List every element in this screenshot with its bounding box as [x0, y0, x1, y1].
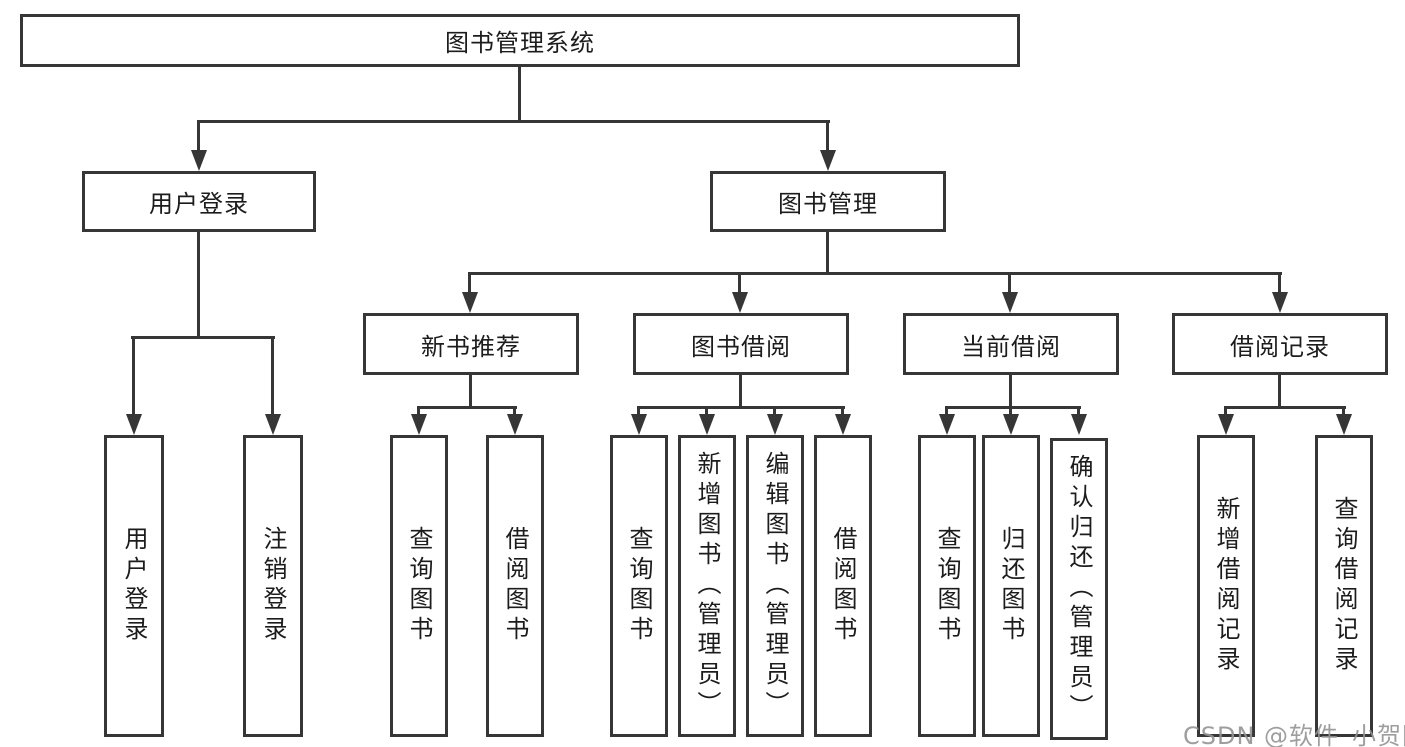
arrow-down-icon	[411, 414, 427, 435]
leaf-label: 查询借阅记录	[1330, 496, 1358, 676]
arrow-down-icon	[699, 414, 715, 435]
arrow-down-icon	[265, 414, 281, 435]
arrow-down-icon	[631, 414, 647, 435]
connector-line	[468, 272, 1282, 275]
leaf-logout: 注销登录	[243, 435, 303, 737]
leaf-borrow-books-recommend: 借阅图书	[486, 435, 544, 737]
connector-line	[197, 120, 200, 154]
connector-line	[1342, 406, 1345, 417]
arrow-down-icon	[1218, 414, 1234, 435]
leaf-label: 查询图书	[933, 526, 961, 646]
connector-line	[945, 406, 948, 417]
connector-line	[518, 67, 521, 123]
connector-line	[826, 232, 829, 275]
node-current-borrowing: 当前借阅	[903, 313, 1119, 375]
leaf-add-borrow-record: 新增借阅记录	[1197, 435, 1255, 737]
arrow-down-icon	[1336, 414, 1352, 435]
leaf-label: 注销登录	[259, 526, 287, 646]
node-book-borrowing: 图书借阅	[633, 313, 849, 375]
connector-line	[637, 406, 640, 417]
arrow-down-icon	[191, 150, 207, 171]
arrow-down-icon	[1003, 414, 1019, 435]
arrow-down-icon	[820, 150, 836, 171]
leaf-label: 借阅图书	[501, 526, 529, 646]
connector-line	[841, 406, 844, 417]
connector-line	[739, 375, 742, 409]
arrow-down-icon	[835, 414, 851, 435]
leaf-label: 新增图书（管理员）	[693, 451, 721, 721]
csdn-watermark: CSDN @软件_小贺同学	[1183, 722, 1405, 747]
connector-line	[131, 336, 275, 339]
connector-line	[705, 406, 708, 417]
connector-line	[1008, 272, 1011, 295]
leaf-label: 查询图书	[625, 526, 653, 646]
connector-line	[1009, 375, 1012, 409]
connector-line	[468, 272, 471, 295]
node-borrowing-records: 借阅记录	[1172, 313, 1388, 375]
connector-line	[1224, 406, 1346, 409]
arrow-down-icon	[1071, 414, 1087, 435]
connector-line	[417, 406, 420, 417]
arrow-down-icon	[732, 292, 748, 313]
connector-line	[132, 336, 135, 416]
leaf-confirm-return-admin: 确认归还（管理员）	[1050, 438, 1108, 740]
leaf-query-borrow-record: 查询借阅记录	[1315, 435, 1373, 737]
leaf-label: 查询图书	[405, 526, 433, 646]
arrow-down-icon	[126, 414, 142, 435]
leaf-return-books: 归还图书	[982, 435, 1040, 737]
connector-line	[1077, 406, 1080, 417]
arrow-down-icon	[939, 414, 955, 435]
leaf-label: 编辑图书（管理员）	[761, 451, 789, 721]
connector-line	[271, 336, 274, 416]
connector-line	[773, 406, 776, 417]
leaf-query-books-borrowing: 查询图书	[610, 435, 668, 737]
connector-line	[1278, 272, 1281, 295]
arrow-down-icon	[1002, 292, 1018, 313]
connector-line	[1224, 406, 1227, 417]
leaf-query-books-current: 查询图书	[918, 435, 976, 737]
leaf-query-books-recommend: 查询图书	[390, 435, 448, 737]
leaf-label: 用户登录	[120, 526, 148, 646]
connector-line	[469, 375, 472, 409]
leaf-add-books-admin: 新增图书（管理员）	[678, 435, 736, 737]
connector-line	[738, 272, 741, 295]
node-book-management: 图书管理	[710, 171, 946, 232]
arrow-down-icon	[507, 414, 523, 435]
arrow-down-icon	[767, 414, 783, 435]
connector-line	[197, 232, 200, 339]
connector-line	[513, 406, 516, 417]
arrow-down-icon	[462, 292, 478, 313]
node-library-management-system: 图书管理系统	[20, 14, 1020, 67]
connector-line	[945, 406, 1081, 409]
arrow-down-icon	[1272, 292, 1288, 313]
leaf-label: 确认归还（管理员）	[1065, 454, 1093, 724]
leaf-label: 归还图书	[997, 526, 1025, 646]
connector-line	[1278, 375, 1281, 409]
leaf-label: 借阅图书	[829, 526, 857, 646]
connector-line	[826, 120, 829, 154]
leaf-edit-books-admin: 编辑图书（管理员）	[746, 435, 804, 737]
connector-line	[417, 406, 517, 409]
connector-line	[1009, 406, 1012, 417]
leaf-label: 新增借阅记录	[1212, 496, 1240, 676]
leaf-borrow-books: 借阅图书	[814, 435, 872, 737]
node-new-book-recommendation: 新书推荐	[363, 313, 579, 375]
leaf-user-login: 用户登录	[104, 435, 164, 737]
node-user-login: 用户登录	[82, 171, 316, 232]
connector-line	[197, 120, 830, 123]
connector-line	[637, 406, 845, 409]
